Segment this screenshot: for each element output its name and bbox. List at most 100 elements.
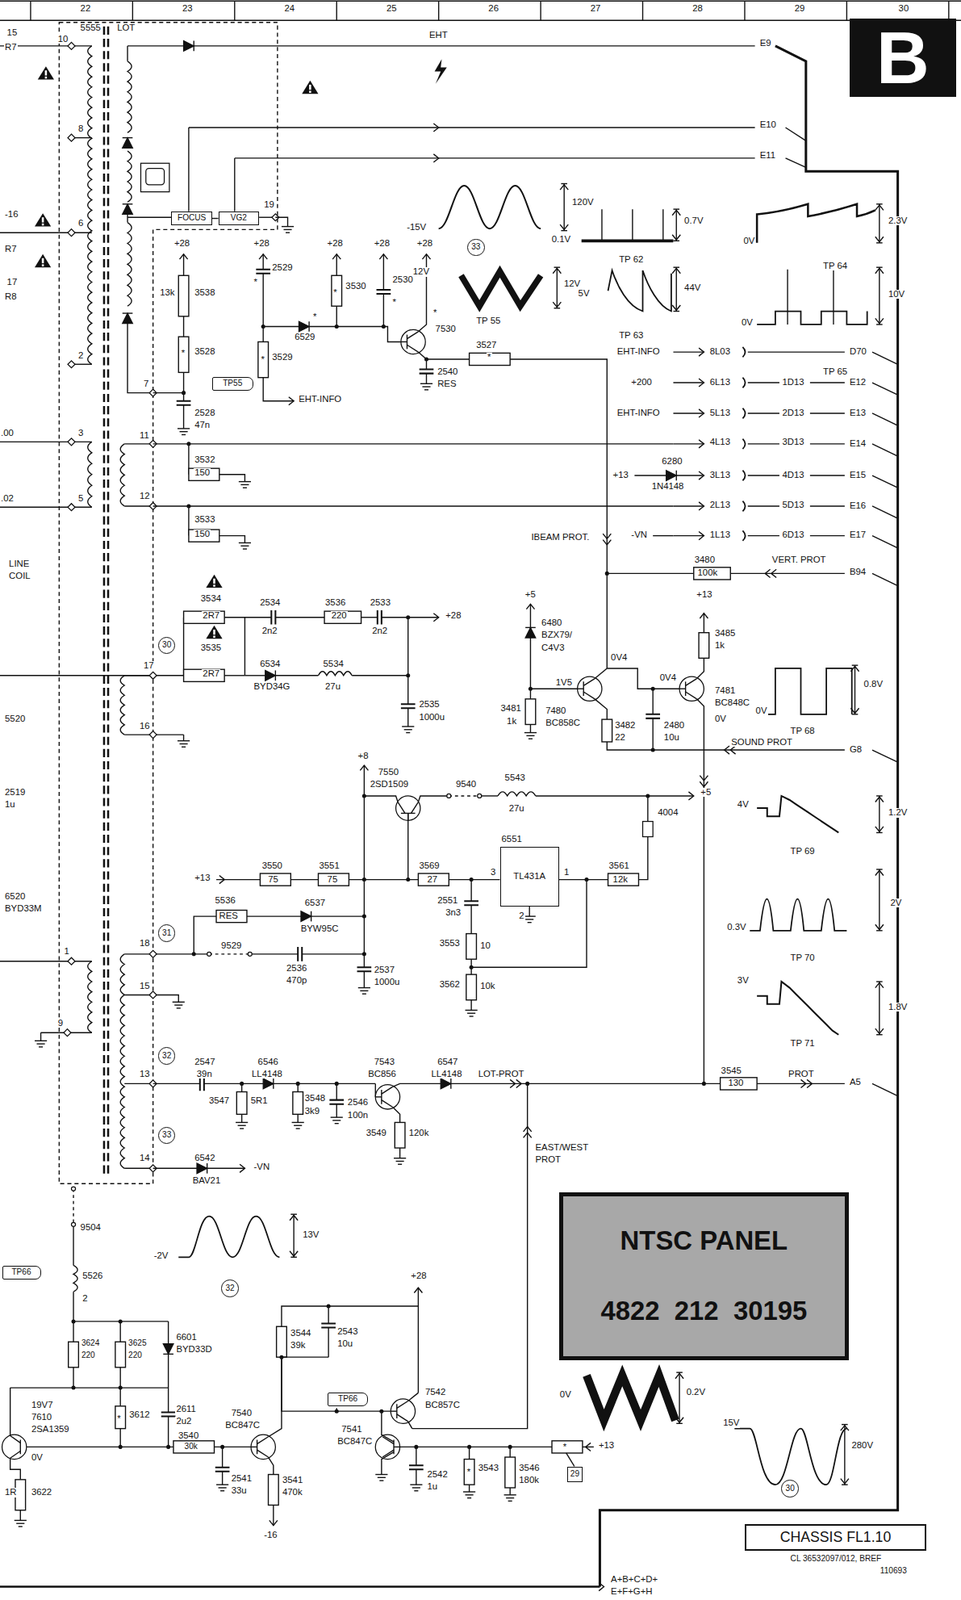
label: PROT xyxy=(787,1069,815,1078)
diode-symbol xyxy=(298,321,310,332)
label: 7480 xyxy=(544,706,567,715)
junction-dot xyxy=(379,1408,384,1413)
resistor-symbol xyxy=(216,910,247,923)
winding-symbol xyxy=(127,222,132,307)
wire xyxy=(126,45,128,62)
wire xyxy=(672,381,704,383)
label: 5534 xyxy=(322,659,345,669)
wire xyxy=(508,1499,513,1501)
wire xyxy=(642,0,644,21)
wire xyxy=(239,1163,245,1172)
node-text: FOCUS xyxy=(177,213,206,223)
wire xyxy=(698,378,704,387)
warning-mark xyxy=(41,258,45,264)
wire xyxy=(379,1479,384,1480)
label: 25 xyxy=(385,4,398,13)
wire xyxy=(224,617,245,676)
resistor-symbol xyxy=(331,275,343,306)
label: 5V xyxy=(577,288,591,298)
wire xyxy=(20,1509,21,1521)
label: E11 xyxy=(759,150,777,160)
label: RES xyxy=(218,910,239,920)
wire xyxy=(527,921,532,923)
jumper-end xyxy=(477,793,482,798)
wire xyxy=(878,869,880,931)
wire xyxy=(481,794,498,796)
label: EHT-INFO xyxy=(616,408,661,418)
wire xyxy=(509,359,607,669)
label: E13 xyxy=(848,408,867,418)
label: BC858C xyxy=(544,718,581,728)
wire xyxy=(556,267,558,309)
capacitor-symbol xyxy=(645,714,661,719)
wire xyxy=(539,0,541,21)
label: LOT-PROT xyxy=(477,1069,526,1078)
label: 2528 xyxy=(193,408,216,418)
resistor-symbol xyxy=(608,873,640,886)
label: 0V xyxy=(30,1452,44,1462)
wire xyxy=(407,617,409,704)
label: 27 xyxy=(426,874,439,884)
wire xyxy=(724,745,730,754)
label: EAST/WEST xyxy=(534,1142,590,1152)
wire xyxy=(697,657,705,678)
wire xyxy=(602,539,611,545)
label: 0V4 xyxy=(610,652,628,662)
wire xyxy=(465,1493,474,1495)
wire xyxy=(0,1584,600,1588)
label: +5 xyxy=(699,787,712,797)
test-point-tag: TP55 xyxy=(212,376,254,392)
wire xyxy=(505,1496,514,1498)
label: 2530 xyxy=(392,275,414,285)
label: LINE xyxy=(8,559,30,569)
wire xyxy=(878,981,880,1035)
label: 0.8V xyxy=(863,679,884,689)
junction-dot xyxy=(118,1318,123,1323)
wire xyxy=(183,734,184,741)
connector xyxy=(212,217,219,219)
label: VERT. PROT xyxy=(771,555,828,565)
label: 3625 xyxy=(127,1338,148,1347)
label: 0V4 xyxy=(659,672,677,682)
label: B94 xyxy=(848,567,867,577)
winding-symbol xyxy=(87,961,92,1033)
capacitor-symbol xyxy=(376,289,392,294)
label: 44V xyxy=(683,283,702,293)
wire xyxy=(451,1082,721,1084)
wire xyxy=(263,325,299,327)
wire xyxy=(29,0,31,21)
capacitor-symbol xyxy=(357,966,372,971)
wire xyxy=(526,735,535,736)
warning-triangle xyxy=(205,625,222,639)
label: 12k xyxy=(612,874,629,884)
wire xyxy=(504,1493,517,1495)
wire xyxy=(810,505,845,506)
wire xyxy=(662,208,664,241)
wire xyxy=(438,0,439,21)
wire xyxy=(292,1213,294,1257)
warning-mark xyxy=(309,90,312,93)
label: BYD34G xyxy=(253,681,292,691)
wire xyxy=(405,731,410,733)
label: 15 xyxy=(138,981,151,991)
label: BC856 xyxy=(367,1069,397,1078)
wire xyxy=(426,373,427,385)
callout-circle: 32 xyxy=(158,1046,176,1064)
wire xyxy=(296,1127,301,1129)
callout-circle: 33 xyxy=(467,238,485,256)
wire xyxy=(0,674,154,676)
wire xyxy=(268,1356,282,1437)
wire xyxy=(468,1483,470,1492)
wire xyxy=(850,707,859,713)
wire xyxy=(875,317,884,323)
wire xyxy=(698,531,704,540)
wire xyxy=(119,1366,121,1388)
warning-mark xyxy=(213,578,216,584)
junction-dot xyxy=(362,914,367,919)
label: 15 xyxy=(6,28,19,38)
label: 23 xyxy=(181,4,194,13)
label: 6537 xyxy=(304,898,326,907)
label: 3545 xyxy=(720,1065,743,1075)
wire xyxy=(417,1286,419,1392)
label: 26 xyxy=(487,4,500,13)
